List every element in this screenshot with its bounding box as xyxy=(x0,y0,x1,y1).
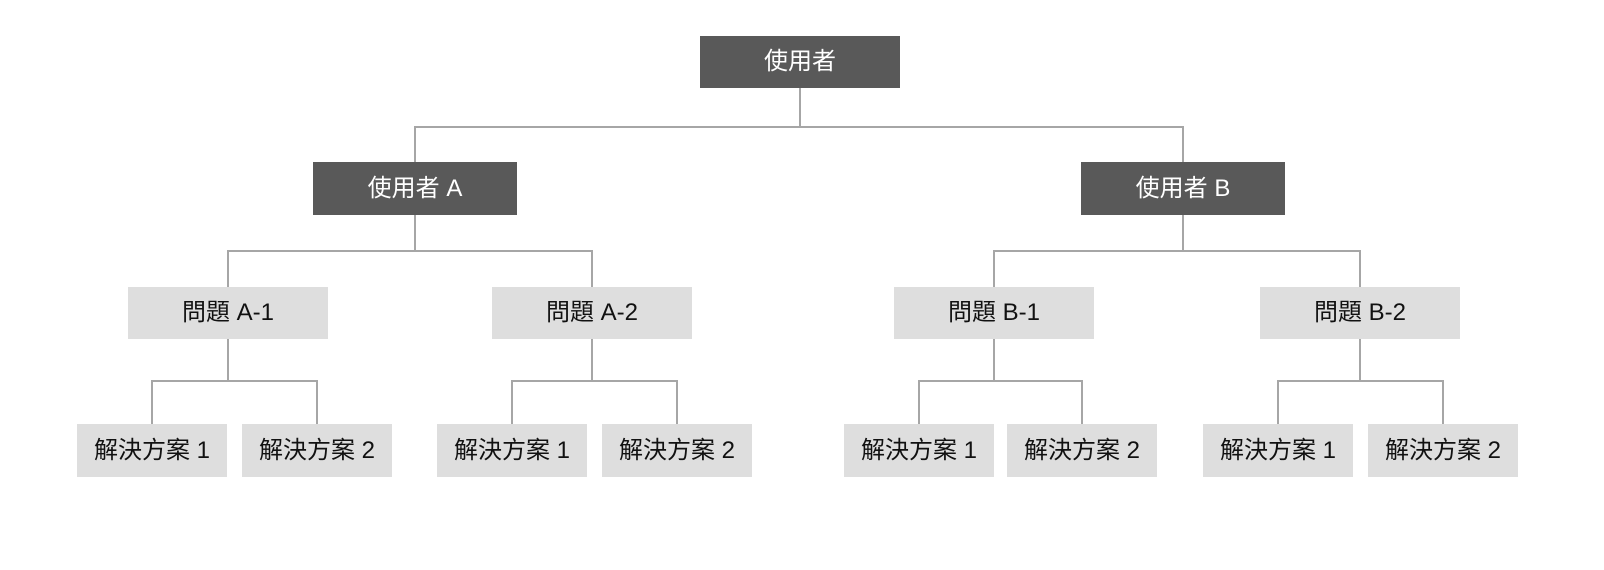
node-solution-b2-1: 解決方案 1 xyxy=(1203,424,1353,477)
node-solution-a2-1: 解決方案 1 xyxy=(437,424,587,477)
node-solution-b1-1: 解決方案 1 xyxy=(844,424,994,477)
node-solution-a1-2: 解決方案 2 xyxy=(242,424,392,477)
node-root-user: 使用者 xyxy=(700,36,900,88)
connector-user-a-to-problems xyxy=(227,215,593,287)
node-problem-a-1: 問題 A-1 xyxy=(128,287,328,339)
connector-problem-b2-to-solutions xyxy=(1277,339,1444,424)
connector-problem-a1-to-solutions xyxy=(151,339,318,424)
node-problem-b-1: 問題 B-1 xyxy=(894,287,1094,339)
node-problem-b-2: 問題 B-2 xyxy=(1260,287,1460,339)
connector-problem-b1-to-solutions xyxy=(918,339,1083,424)
node-problem-a-2: 問題 A-2 xyxy=(492,287,692,339)
node-user-b: 使用者 B xyxy=(1081,162,1285,215)
connector-root-to-users xyxy=(414,88,1184,162)
node-solution-b1-2: 解決方案 2 xyxy=(1007,424,1157,477)
connector-user-b-to-problems xyxy=(993,215,1361,287)
node-user-a: 使用者 A xyxy=(313,162,517,215)
node-solution-b2-2: 解決方案 2 xyxy=(1368,424,1518,477)
connector-problem-a2-to-solutions xyxy=(511,339,678,424)
node-solution-a2-2: 解決方案 2 xyxy=(602,424,752,477)
node-solution-a1-1: 解決方案 1 xyxy=(77,424,227,477)
